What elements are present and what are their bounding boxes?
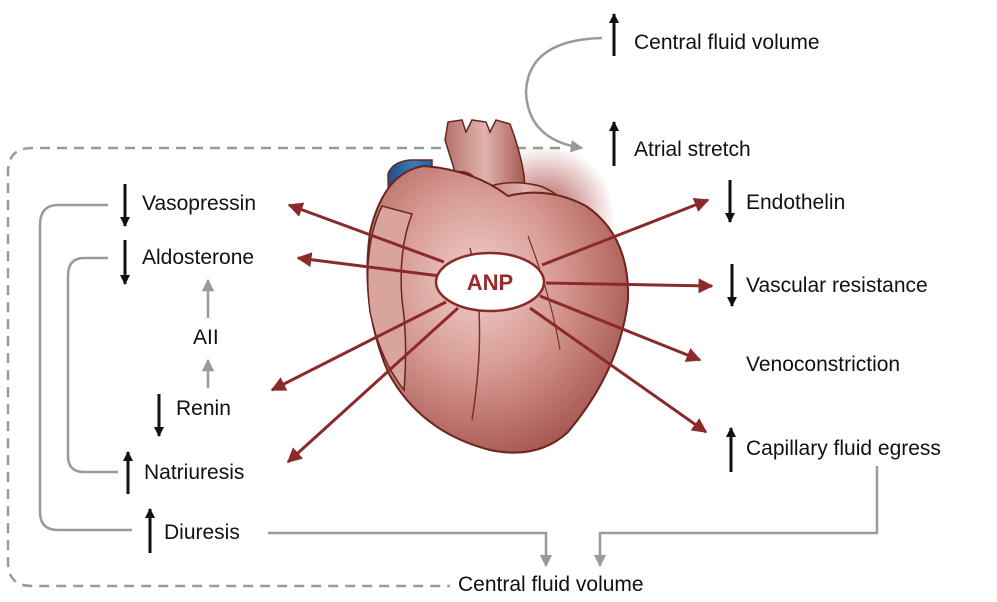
heart-groove-2 — [527, 235, 561, 351]
aldosterone-bracket — [66, 256, 118, 474]
label-diuresis: Diuresis — [164, 521, 240, 544]
label-natriuresis: Natriuresis — [144, 461, 244, 484]
arrow-to-vascular-resistance — [545, 278, 714, 294]
arrow-to-venoconstriction — [539, 294, 702, 362]
anp-label: ANP — [467, 270, 513, 295]
label-venoconstriction: Venoconstriction — [746, 353, 900, 376]
egress-to-volume-arrow — [593, 466, 879, 568]
indicators — [119, 12, 738, 553]
vasopressin-bracket — [38, 203, 132, 532]
arrow-to-aldosterone — [296, 252, 441, 278]
label-renin: Renin — [176, 397, 231, 420]
label-capillary-fluid-egress: Capillary fluid egress — [746, 437, 941, 460]
label-aldosterone: Aldosterone — [142, 246, 254, 269]
diuresis-to-volume-arrow — [268, 531, 553, 568]
volume-to-stretch-loop — [524, 36, 603, 153]
arrow-to-endothelin — [541, 197, 710, 267]
feedback-lines — [6, 36, 879, 588]
label-endothelin: Endothelin — [746, 191, 845, 214]
label-vascular-resistance: Vascular resistance — [746, 274, 928, 297]
right-atrium — [366, 205, 414, 392]
label-atrial-stretch: Atrial stretch — [634, 138, 751, 161]
label-central-fluid-volume-bottom: Central fluid volume — [458, 573, 644, 596]
arrow-to-vasopressin — [287, 202, 445, 264]
arrow-to-natriuresis — [286, 306, 460, 464]
effect-arrows — [270, 197, 714, 464]
labels: Central fluid volume Atrial stretch Vaso… — [142, 31, 941, 596]
arrow-to-renin — [270, 300, 447, 392]
arrow-to-capillary-egress — [529, 306, 708, 434]
anp-node: ANP — [434, 251, 546, 313]
label-central-fluid-volume-top: Central fluid volume — [634, 31, 820, 54]
label-vasopressin: Vasopressin — [142, 192, 256, 215]
label-aii: AII — [193, 326, 219, 349]
